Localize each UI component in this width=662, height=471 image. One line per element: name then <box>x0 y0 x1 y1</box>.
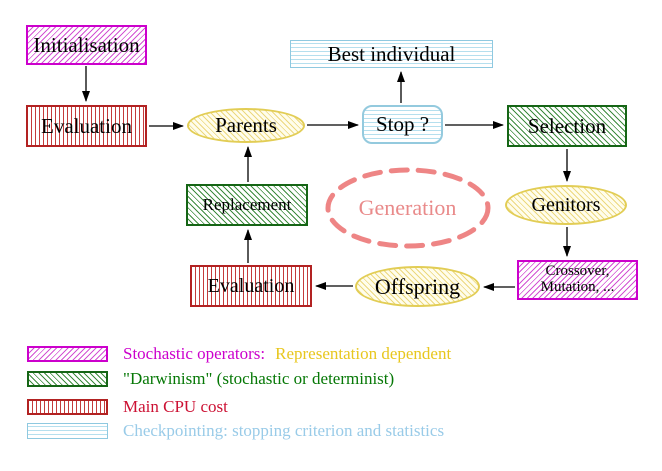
legend-item-stochastic-operators: Stochastic operators: Representation dep… <box>27 344 452 363</box>
node-selection-label: Selection <box>527 113 607 138</box>
node-stop-label: Stop ? <box>375 112 430 137</box>
legend-swatch-cyan-stripes <box>27 423 108 439</box>
node-stop: Stop ? <box>362 105 443 144</box>
node-replacement-label: Replacement <box>202 195 292 215</box>
node-initialisation-label: Initialisation <box>33 32 140 57</box>
node-evaluation-bottom: Evaluation <box>190 265 312 307</box>
legend-swatch-green-hatch <box>27 371 108 387</box>
legend-label-main-cpu-cost: Main CPU cost <box>123 397 228 416</box>
node-parents-label: Parents <box>215 113 277 138</box>
node-best-individual-label: Best individual <box>327 41 456 66</box>
node-evaluation-top: Evaluation <box>26 105 147 147</box>
node-generation: Generation <box>325 168 490 248</box>
node-replacement: Replacement <box>186 184 308 226</box>
legend-label-representation-dependent: Representation dependent <box>275 344 452 363</box>
legend-label-stochastic-operators: Stochastic operators: <box>123 344 266 363</box>
node-parents: Parents <box>187 108 305 143</box>
node-best-individual: Best individual <box>290 40 493 68</box>
legend-swatch-red-stripes <box>27 399 108 415</box>
node-initialisation: Initialisation <box>26 25 147 65</box>
node-offspring: Offspring <box>355 266 480 307</box>
legend-item-darwinism: "Darwinism" (stochastic or determinist) <box>27 369 395 388</box>
node-selection: Selection <box>507 105 627 147</box>
legend-swatch-magenta-hatch <box>27 346 108 362</box>
node-genitors: Genitors <box>505 185 627 225</box>
node-crossover-label-line1: Crossover, <box>545 263 610 280</box>
legend-label-checkpointing: Checkpointing: stopping criterion and st… <box>123 421 445 440</box>
node-genitors-label: Genitors <box>531 193 601 216</box>
node-evaluation-top-label: Evaluation <box>41 113 132 138</box>
node-evaluation-bottom-label: Evaluation <box>207 274 295 297</box>
legend-item-checkpointing: Checkpointing: stopping criterion and st… <box>27 421 445 440</box>
node-offspring-label: Offspring <box>374 273 461 299</box>
node-generation-label: Generation <box>358 195 457 221</box>
legend-label-darwinism: "Darwinism" (stochastic or determinist) <box>123 369 395 388</box>
node-crossover-label-line2: Mutation, ... <box>540 279 615 295</box>
node-crossover-mutation: Crossover, Mutation, ... <box>517 260 638 300</box>
legend-item-main-cpu-cost: Main CPU cost <box>27 397 228 416</box>
